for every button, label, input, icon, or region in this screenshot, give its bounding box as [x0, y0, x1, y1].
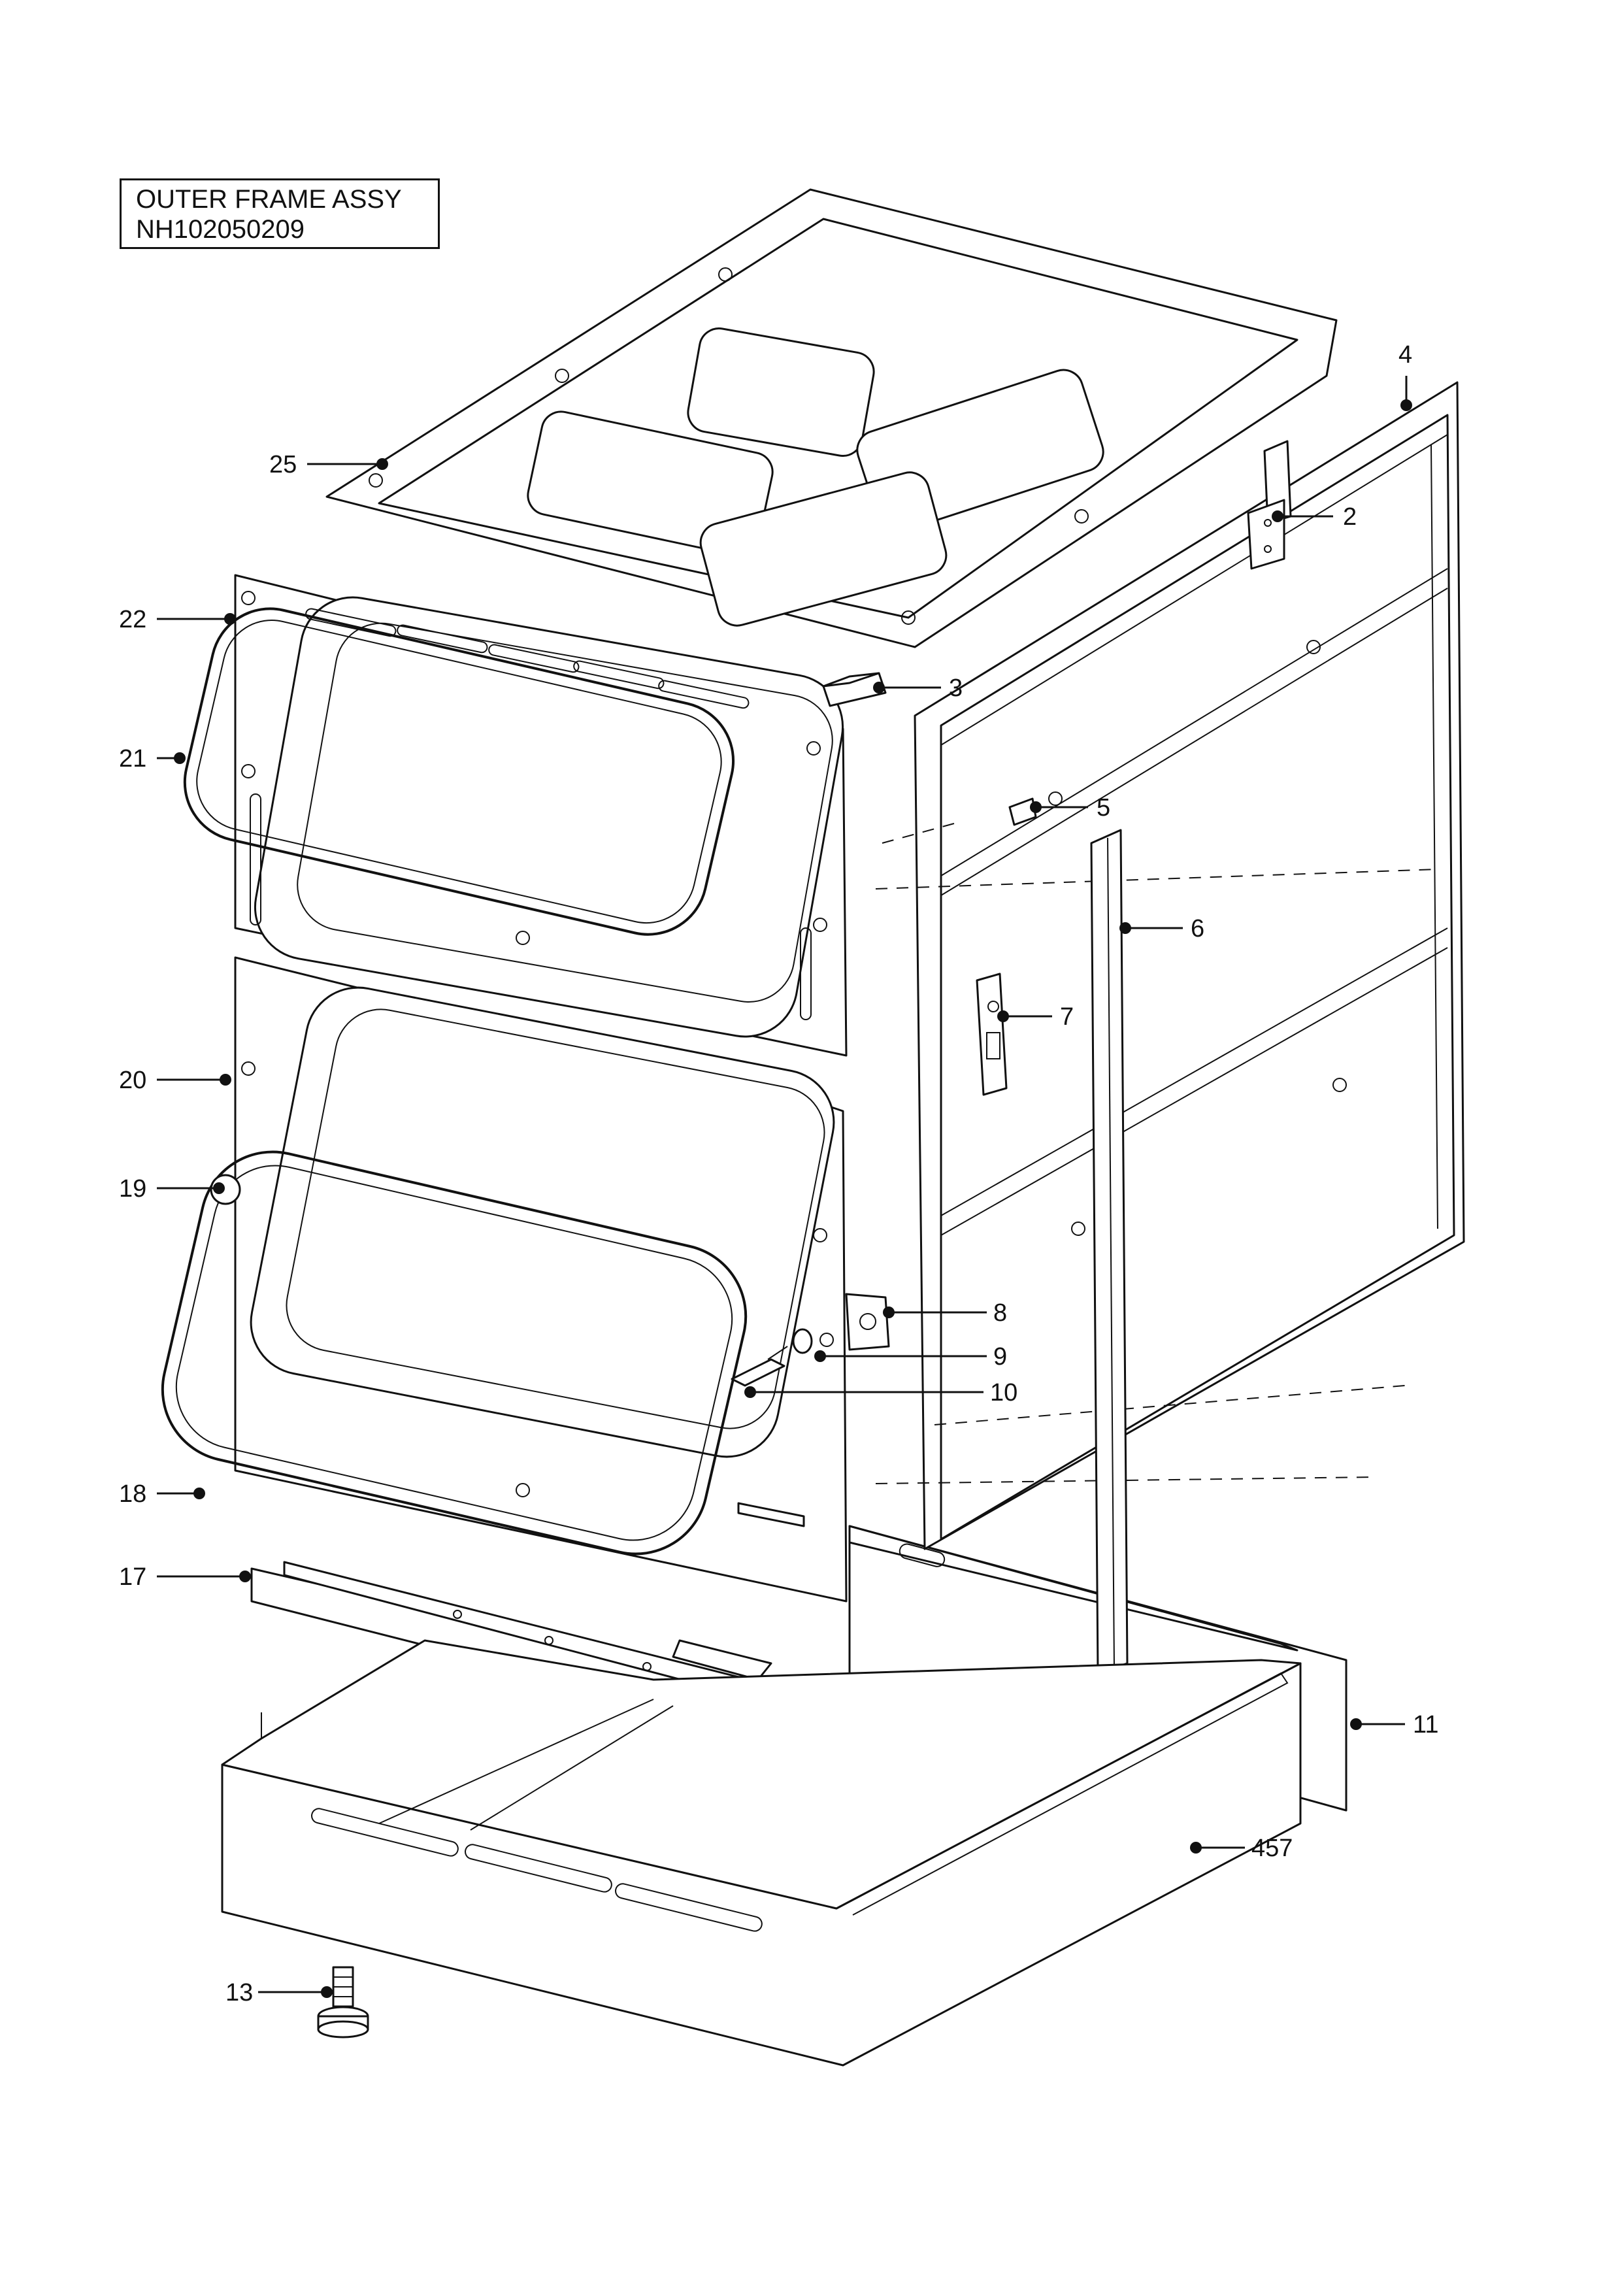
assembly-code: NH102050209 [136, 215, 305, 244]
part-20-lower-panel [234, 956, 848, 1603]
assembly-name: OUTER FRAME ASSY [136, 185, 402, 214]
callout-20: 20 [119, 1067, 231, 1094]
callout-21: 21 [119, 745, 186, 773]
svg-text:11: 11 [1413, 1711, 1438, 1739]
callout-6: 6 [1119, 915, 1204, 942]
svg-text:20: 20 [119, 1067, 146, 1094]
svg-text:457: 457 [1251, 1835, 1293, 1862]
svg-text:17: 17 [119, 1563, 146, 1591]
callout-457: 457 [1190, 1835, 1293, 1862]
svg-text:19: 19 [119, 1175, 146, 1203]
part-21-upper-seal [183, 607, 735, 936]
part-4-side-panel [875, 381, 1465, 1550]
part-18-lower-seal [161, 1150, 748, 1556]
svg-text:2: 2 [1343, 503, 1357, 531]
part-13-adjustable-foot [317, 1966, 369, 2038]
callout-11: 11 [1350, 1711, 1438, 1739]
callout-13: 13 [225, 1979, 333, 2006]
part-6-vertical-strip [1090, 829, 1129, 1674]
part-3-clip [822, 672, 887, 707]
part-5-clip [1008, 797, 1037, 826]
callout-22: 22 [119, 606, 236, 633]
svg-text:22: 22 [119, 606, 146, 633]
part-10-electrode [731, 1346, 788, 1387]
callout-2: 2 [1272, 503, 1357, 531]
callout-19: 19 [119, 1175, 225, 1203]
callout-18: 18 [119, 1480, 205, 1508]
part-2-hinge-bracket [1247, 440, 1292, 570]
svg-text:25: 25 [269, 451, 297, 478]
svg-text:3: 3 [949, 674, 963, 702]
svg-text:13: 13 [225, 1979, 253, 2006]
svg-text:10: 10 [990, 1379, 1017, 1406]
callout-5: 5 [1030, 794, 1110, 822]
part-457-plinth [221, 1639, 1302, 2067]
svg-text:4: 4 [1398, 341, 1412, 369]
callout-9: 9 [814, 1343, 1007, 1371]
svg-text:21: 21 [119, 745, 146, 773]
callout-17: 17 [119, 1563, 251, 1591]
part-8-bracket [845, 1293, 890, 1351]
part-9-washer [792, 1328, 813, 1354]
svg-text:8: 8 [993, 1299, 1007, 1327]
callout-4: 4 [1398, 341, 1412, 411]
callout-25: 25 [269, 451, 388, 478]
svg-text:9: 9 [993, 1343, 1007, 1371]
svg-text:18: 18 [119, 1480, 146, 1508]
part-19-clip [210, 1174, 241, 1205]
part-25-top-panel [325, 188, 1338, 648]
part-7-bracket [976, 973, 1008, 1096]
title-box: OUTER FRAME ASSY NH102050209 [120, 178, 440, 249]
svg-text:7: 7 [1060, 1003, 1074, 1031]
svg-text:6: 6 [1191, 915, 1204, 942]
callout-10: 10 [744, 1379, 1017, 1406]
callout-3: 3 [873, 674, 963, 702]
callout-7: 7 [997, 1003, 1074, 1031]
svg-text:5: 5 [1097, 794, 1110, 822]
callout-8: 8 [883, 1299, 1007, 1327]
